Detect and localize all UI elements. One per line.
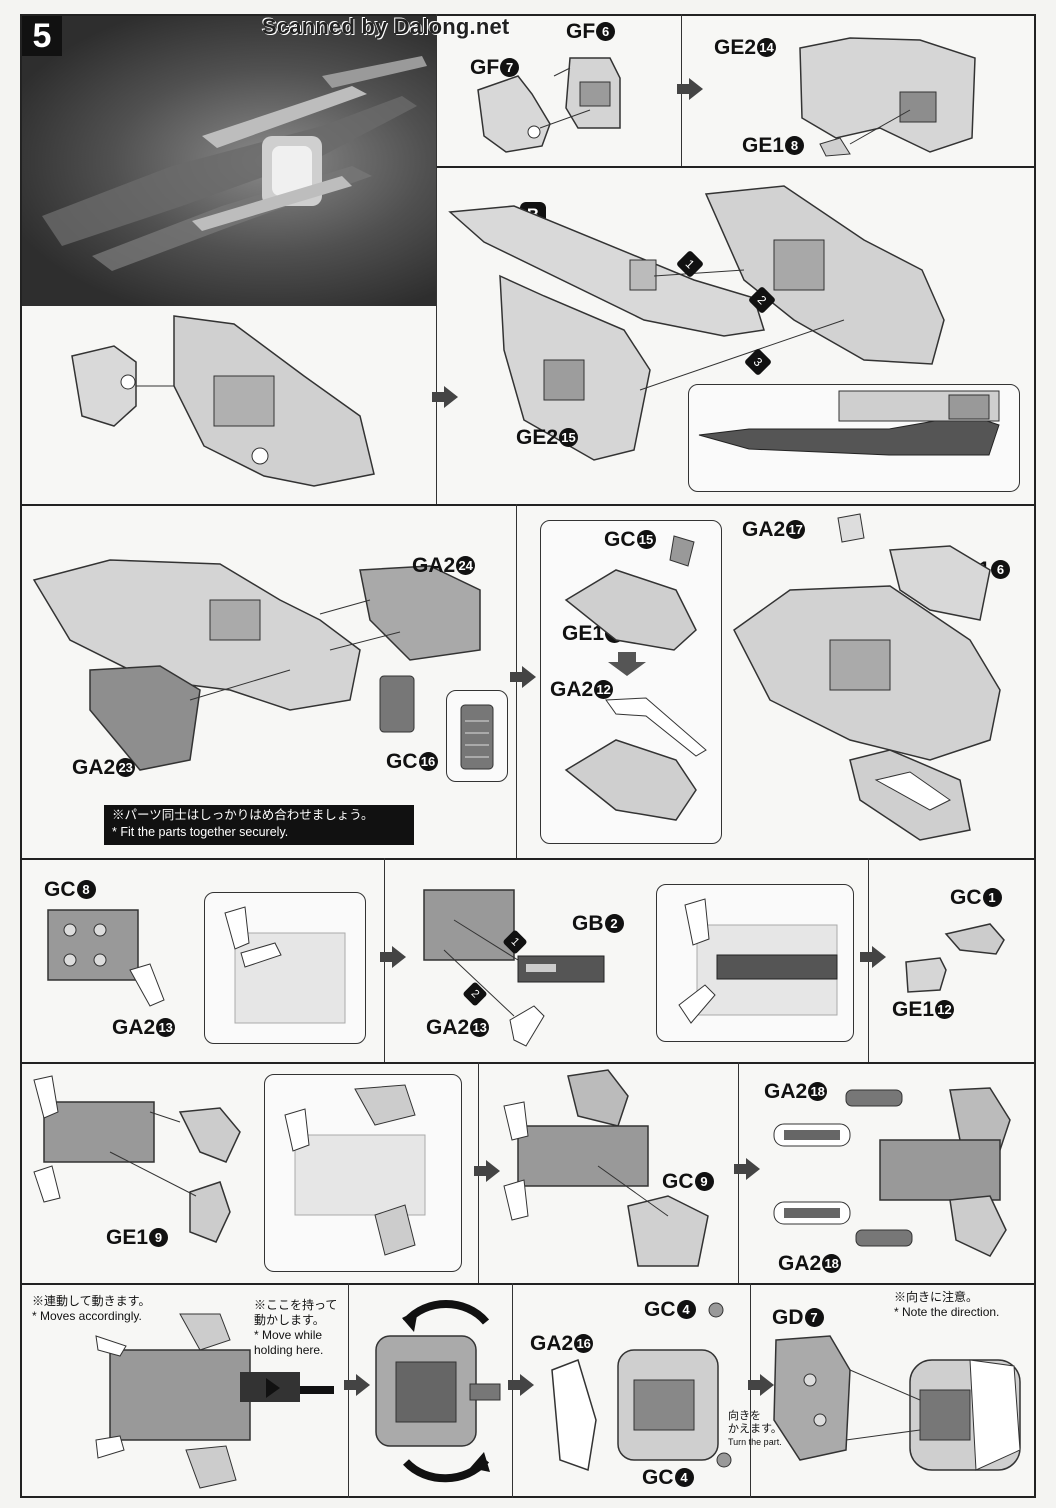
gc16-detail-drawing [460, 704, 494, 770]
part-drawing-ge1-sub [564, 535, 707, 821]
part-drawing-linked-motion [95, 1313, 334, 1489]
part-drawing-gc8 [47, 909, 165, 1007]
note-text-jp: ※ここを持って [254, 1298, 338, 1312]
note-text-jp: ※向きに注意。 [894, 1290, 979, 1304]
note-text-jp: かえます。 [728, 1423, 782, 1435]
gc8-ghost-drawing [224, 906, 346, 1024]
row-divider [436, 166, 1036, 168]
step-marker-1: 1 [502, 929, 528, 955]
part-drawing-ga2-16-assembly [551, 1302, 732, 1472]
column-divider [348, 1283, 349, 1498]
part-drawing-gc9-assembly [503, 1069, 709, 1267]
column-divider [436, 14, 437, 504]
part-drawing-gc1-ge1 [905, 923, 1005, 993]
detail-inset-gc8 [204, 892, 366, 1044]
note-text-jp: ※連動して動きます。 [32, 1294, 151, 1308]
row-divider [20, 504, 1036, 506]
part-drawing-assembled-body [733, 513, 1001, 841]
note-text-en: * Note the direction. [894, 1305, 1000, 1319]
row-divider [20, 1283, 1036, 1285]
ge1-9-ghost-drawing [284, 1084, 426, 1256]
part-drawing-ga2-18-assembly [773, 1087, 1011, 1257]
flow-arrow [344, 1374, 370, 1396]
part-drawing-ge1-9-assembly [33, 1075, 241, 1243]
part-drawing-rotation [375, 1300, 501, 1483]
part-drawing-weapon-assembly [448, 185, 945, 461]
note-turn-part: 向きを かえます。 Turn the part. [728, 1410, 782, 1449]
note-fit-securely: ※パーツ同士はしっかりはめ合わせましょう。 * Fit the parts to… [104, 805, 414, 845]
part-drawing-gf [477, 57, 621, 153]
part-drawing-gd7-assembly [773, 1335, 1021, 1471]
flow-arrow [734, 1158, 760, 1180]
part-drawing-ge2-inner [71, 315, 375, 487]
step-marker-2: 2 [747, 285, 777, 315]
note-hold-here: ※ここを持って 動かします。 * Move while holding here… [254, 1298, 337, 1358]
scan-credit: Scanned by Dalong.net [262, 14, 510, 39]
flow-arrow [748, 1374, 774, 1396]
detail-inset-box [688, 384, 1020, 492]
step-number-badge: 5 [22, 16, 62, 56]
detail-inset-gb2 [656, 884, 854, 1042]
weapon-silhouette [42, 56, 427, 271]
detail-inset-gc16 [446, 690, 508, 782]
flow-arrow [860, 946, 886, 968]
flow-arrow [432, 386, 458, 408]
note-text-jp: 動かします。 [254, 1313, 325, 1327]
step-marker-1: 1 [675, 249, 705, 279]
part-drawing-gb2-assembly [423, 889, 605, 1047]
flow-arrow [380, 946, 406, 968]
model-photo [22, 16, 436, 306]
row-divider [20, 1062, 1036, 1064]
detail-inset-drawing [698, 390, 1000, 456]
part-drawing-body-ga2 [32, 559, 481, 771]
flow-arrow [508, 1374, 534, 1396]
note-text-jp: 向きを [728, 1410, 761, 1422]
part-drawing-ge2-14 [799, 37, 976, 157]
step-marker-3: 3 [743, 347, 773, 377]
detail-inset-ge1-9 [264, 1074, 462, 1272]
column-divider [750, 1283, 751, 1498]
note-text-en: holding here. [254, 1343, 324, 1357]
note-text-jp: ※パーツ同士はしっかりはめ合わせましょう。 [112, 808, 374, 822]
note-direction: ※向きに注意。 * Note the direction. [894, 1290, 999, 1320]
column-divider [512, 1283, 513, 1498]
note-text-en: * Moves accordingly. [32, 1309, 142, 1323]
note-text-en: * Fit the parts together securely. [112, 825, 289, 839]
note-text-en: * Move while [254, 1328, 323, 1342]
note-moves-accordingly: ※連動して動きます。 * Moves accordingly. [32, 1294, 150, 1324]
step-marker-2: 2 [462, 981, 488, 1007]
note-text-en: Turn the part. [728, 1437, 782, 1447]
gb2-detail-drawing [678, 898, 838, 1024]
row-divider [20, 858, 1036, 860]
flow-arrow [474, 1160, 500, 1182]
flow-arrow [677, 78, 703, 100]
flow-arrow [510, 666, 536, 688]
